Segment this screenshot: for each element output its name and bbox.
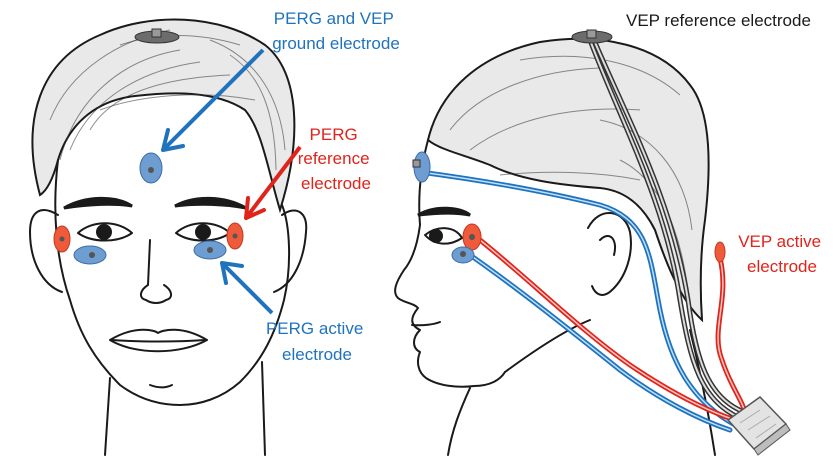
label-vep-reference: VEP reference electrode	[626, 11, 811, 30]
front-face-drawing	[30, 19, 306, 455]
front-head-outline	[55, 160, 289, 405]
label-perg-vep-ground: PERG and VEP ground electrode	[272, 9, 400, 53]
front-right-eyebrow	[175, 198, 246, 208]
front-neck	[105, 378, 110, 455]
front-right-ear	[274, 210, 306, 292]
front-left-ear	[30, 210, 62, 292]
cable-vep-active	[718, 258, 745, 412]
arrow-perg-active	[222, 263, 272, 313]
label-perg-reference: PERG reference electrode	[298, 125, 375, 193]
front-nose	[141, 240, 171, 303]
side-mouth	[412, 322, 440, 325]
side-eyebrow	[418, 208, 470, 215]
vep-active-electrode	[715, 242, 725, 262]
label-vep-active: VEP active electrode	[738, 232, 826, 276]
front-left-eyebrow	[64, 198, 132, 208]
front-hair	[33, 19, 295, 210]
side-neck-front	[448, 388, 470, 455]
label-perg-active: PERG active electrode	[266, 319, 368, 364]
side-jaw	[505, 320, 590, 372]
amplifier-connector	[728, 397, 790, 455]
side-ear	[588, 213, 631, 295]
